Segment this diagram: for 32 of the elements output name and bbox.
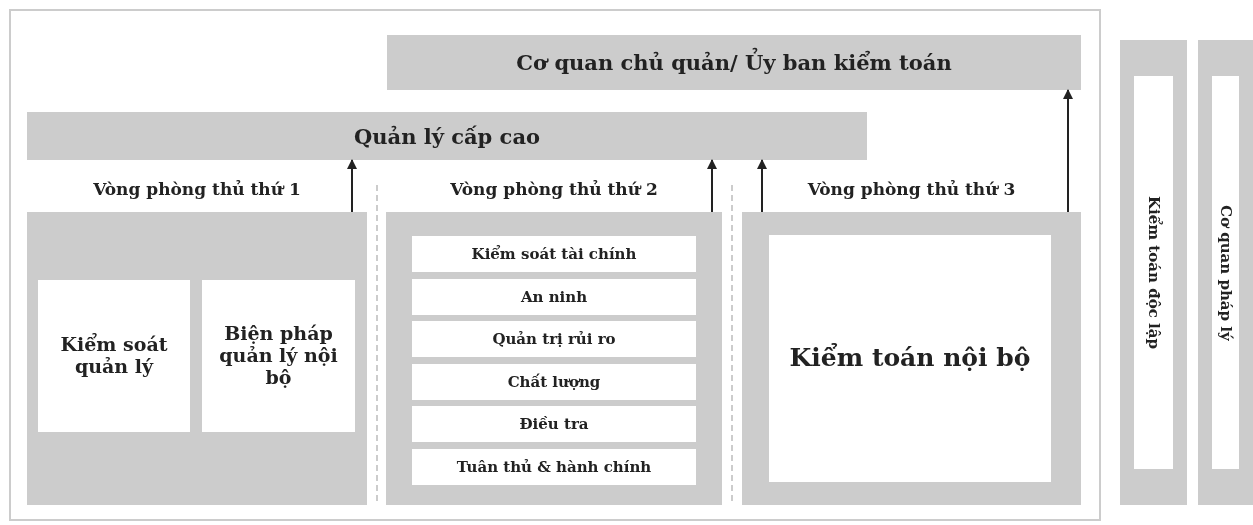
section-heading: Vòng phòng thủ thứ 1: [92, 179, 302, 199]
function-row: [412, 321, 696, 357]
function-box: [202, 280, 355, 432]
function-box: [769, 235, 1051, 482]
function-row: [412, 406, 696, 442]
node-label: An ninh: [520, 288, 588, 306]
function-row: [412, 236, 696, 272]
arrow: [757, 159, 767, 213]
node-label: Quản trị rủi ro: [492, 330, 616, 348]
node-label: Tuân thủ & hành chính: [456, 458, 652, 476]
header-bar: [387, 35, 1081, 90]
arrow: [707, 159, 717, 213]
node-label: Kiểm soát quản lý: [59, 334, 169, 378]
node-label: Kiểm toán độc lập: [1144, 196, 1163, 349]
function-row: [412, 449, 696, 485]
function-row: [412, 279, 696, 315]
external-party-band: [1120, 40, 1187, 505]
external-party-band: [1198, 40, 1253, 505]
node-label: Cơ quan pháp lý: [1216, 204, 1235, 341]
arrow: [1063, 89, 1073, 213]
section-heading: Vòng phòng thủ thứ 2: [449, 179, 659, 199]
header-bar: [27, 112, 867, 160]
node-label: Quản lý cấp cao: [354, 123, 540, 149]
node-label: Biện pháp quản lý nội bộ: [218, 323, 339, 389]
node-label: Điều tra: [519, 415, 589, 433]
node-label: Chất lượng: [507, 373, 601, 391]
arrow: [347, 159, 357, 213]
node-label: Kiểm toán nội bộ: [788, 344, 1032, 373]
section-heading: Vòng phòng thủ thứ 3: [806, 179, 1017, 199]
function-box: [38, 280, 190, 432]
function-row: [412, 364, 696, 400]
node-label: Kiểm soát tài chính: [471, 245, 637, 263]
